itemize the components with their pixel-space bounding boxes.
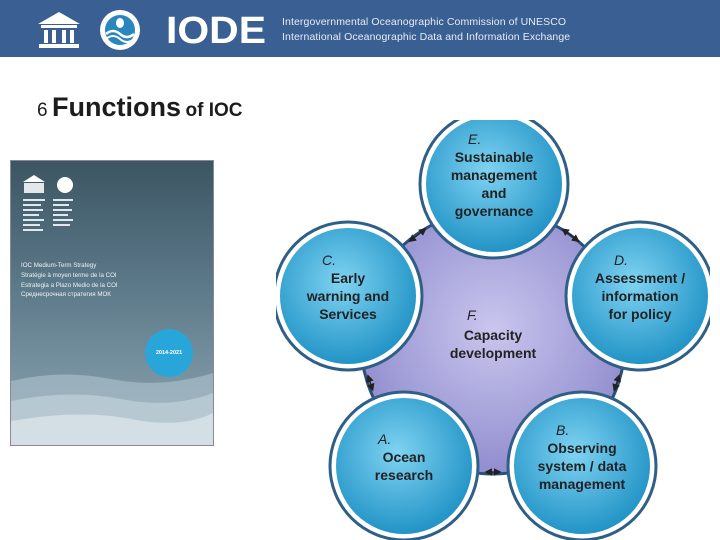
function-circle-fill xyxy=(280,228,416,364)
function-label-line: information xyxy=(602,288,679,304)
function-label-line: Observing xyxy=(547,440,616,456)
function-label-line: Sustainable xyxy=(455,149,534,165)
strategy-book-cover: IOC Medium-Term Strategy Stratégie à moy… xyxy=(10,160,214,446)
book-title-line: Stratégie à moyen terme de la COI xyxy=(21,271,117,279)
title-main: Functions xyxy=(52,92,182,122)
header-line-commission: Intergovernmental Oceanographic Commissi… xyxy=(282,16,567,28)
book-period-badge: 2014-2021 xyxy=(145,329,193,377)
function-circle-fill xyxy=(426,120,562,252)
book-title-line: Estrategia a Plazo Medio de la COI xyxy=(21,281,118,289)
header-banner: IODE Intergovernmental Oceanographic Com… xyxy=(0,0,720,57)
header-line-iode: International Oceanographic Data and Inf… xyxy=(282,31,571,43)
book-title-line: IOC Medium-Term Strategy xyxy=(21,262,97,269)
function-circle-e: E. Sustainable management and governance xyxy=(418,120,570,260)
book-title-line: Среднесрочная стратегия МОК xyxy=(21,291,111,299)
function-circle-fill xyxy=(514,398,650,534)
title-suffix: of IOC xyxy=(185,100,243,121)
function-circle-a: A. Ocean research xyxy=(328,390,480,540)
function-label-line: warning and xyxy=(306,288,389,304)
function-circle-d: D. Assessment / information for policy xyxy=(564,220,710,372)
connector-arrow xyxy=(408,228,427,243)
function-label-line: and xyxy=(482,185,507,201)
title-number: 6 xyxy=(37,100,48,121)
function-letter: D. xyxy=(614,252,628,268)
book-title-lines: IOC Medium-Term Strategy Stratégie à moy… xyxy=(21,261,118,300)
function-letter: E. xyxy=(468,131,481,147)
function-label-line: Assessment / xyxy=(595,270,685,286)
connector-arrow xyxy=(561,228,580,243)
center-letter: F. xyxy=(467,307,478,323)
function-letter: C. xyxy=(322,252,336,268)
function-circle-b: B. Observing system / data management xyxy=(506,390,658,540)
function-label-line: Ocean xyxy=(383,449,426,465)
center-label-line: development xyxy=(450,345,537,361)
function-letter: B. xyxy=(556,422,569,438)
function-label-line: research xyxy=(375,467,433,483)
connector-arrow xyxy=(366,374,375,392)
connector-arrow xyxy=(612,374,621,392)
book-logos-icon xyxy=(23,175,73,231)
function-circle-fill xyxy=(572,228,708,364)
function-label-line: Early xyxy=(331,270,365,286)
function-label-line: management xyxy=(451,167,538,183)
function-label-line: governance xyxy=(455,203,534,219)
function-label-line: Services xyxy=(319,306,377,322)
function-letter: A. xyxy=(377,431,391,447)
function-circle-fill xyxy=(336,398,472,534)
unesco-logo-icon xyxy=(38,12,80,48)
iode-logo: IODE xyxy=(166,10,266,50)
function-label-line: management xyxy=(539,476,626,492)
ioc-emblem-icon xyxy=(100,10,140,50)
iode-logo-text: IODE xyxy=(166,10,266,50)
function-label-line: system / data xyxy=(538,458,627,474)
book-waves xyxy=(11,373,213,445)
slide-title: 6 Functions of IOC xyxy=(37,92,242,123)
center-label-line: Capacity xyxy=(464,327,523,343)
function-label-line: for policy xyxy=(608,306,671,322)
